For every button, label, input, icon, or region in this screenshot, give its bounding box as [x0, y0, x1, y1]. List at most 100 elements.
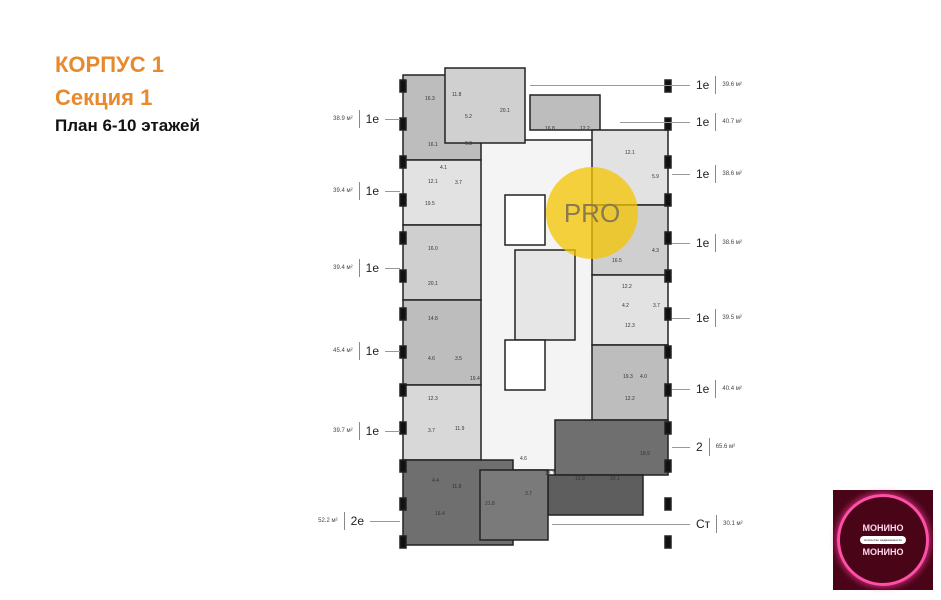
room-area: 20.1 [610, 476, 620, 482]
elevator [504, 339, 546, 391]
wall-pier [664, 117, 672, 131]
agency-logo: МОНИНО Агентство недвижимости МОНИНО [833, 490, 933, 590]
apartment-label-right: 1е 38.6 м² [672, 234, 742, 252]
room-area: 13.7 [545, 471, 555, 477]
wall-pier [399, 117, 407, 131]
room-area: 4.3 [652, 248, 659, 254]
apartment-area: 40.4 м² [722, 386, 742, 392]
room-area: 12.3 [625, 323, 635, 329]
apartment-area: 38.6 м² [722, 240, 742, 246]
wall-pier [399, 459, 407, 473]
room-area: 16.3 [425, 96, 435, 102]
room-area: 16.1 [428, 142, 438, 148]
room-area: 5.9 [652, 174, 659, 180]
room-area: 19.5 [425, 201, 435, 207]
wall-pier [664, 535, 672, 549]
wall-pier [399, 345, 407, 359]
room-area: 12.3 [428, 396, 438, 402]
room-area: 4.6 [428, 356, 435, 362]
room-area: 14.8 [428, 316, 438, 322]
room-area: 12.2 [625, 396, 635, 402]
room-area: 12.2 [580, 126, 590, 132]
wall-pier [399, 231, 407, 245]
logo-bottom-text: МОНИНО [862, 547, 904, 557]
apartment-type: 1е [696, 382, 710, 396]
apartment-left-3 [402, 224, 482, 301]
wall-pier [399, 193, 407, 207]
apartment-right-7 [547, 474, 644, 516]
wall-pier [399, 535, 407, 549]
apartment-area: 30.1 м² [723, 521, 743, 527]
apartment-area: 40.7 м² [722, 119, 742, 125]
apartment-right-6 [554, 419, 669, 476]
room-area: 5.2 [465, 114, 472, 120]
room-area: 11.8 [452, 484, 462, 490]
apartment-area: 45.4 м² [333, 348, 353, 354]
apartment-label-right: 1е 40.7 м² [620, 113, 742, 131]
apartment-type: 1е [696, 167, 710, 181]
elevator [504, 194, 546, 246]
apartment-type: 1е [365, 261, 379, 275]
wall-pier [664, 269, 672, 283]
wall-pier [399, 269, 407, 283]
logo-top-text: МОНИНО [862, 523, 904, 533]
room-area: 21.8 [485, 501, 495, 507]
apartment-type: 1е [696, 311, 710, 325]
room-area: 12.1 [625, 150, 635, 156]
apartment-left-4 [402, 299, 482, 386]
wall-pier [664, 345, 672, 359]
apartment-right-5 [591, 344, 669, 421]
apartment-label-left: 52.2 м² 2е [318, 512, 400, 530]
watermark-circle [546, 167, 638, 259]
apartment-type: 1е [696, 236, 710, 250]
apartment-type: 2е [350, 514, 364, 528]
room-area: 16.5 [612, 258, 622, 264]
section-title: Секция 1 [55, 85, 153, 110]
wall-pier [664, 421, 672, 435]
stairwell [514, 249, 576, 341]
apartment-type: 1е [365, 184, 379, 198]
room-area: 4.2 [622, 303, 629, 309]
room-area: 12.2 [622, 284, 632, 290]
room-area: 19.3 [623, 374, 633, 380]
apartment-type: 1е [696, 115, 710, 129]
room-area: 3.7 [525, 491, 532, 497]
room-area: 4.4 [432, 478, 439, 484]
wall-pier [664, 193, 672, 207]
wall-pier [399, 155, 407, 169]
wall-pier [399, 79, 407, 93]
watermark-text: PRO [564, 198, 620, 228]
room-area: 16.0 [428, 246, 438, 252]
wall-pier [664, 383, 672, 397]
wall-pier [399, 307, 407, 321]
apartment-top-1 [444, 67, 526, 144]
building-title: КОРПУС 1 [55, 52, 164, 77]
wall-pier [399, 421, 407, 435]
wall-pier [664, 497, 672, 511]
room-area: 19.9 [640, 451, 650, 457]
wall-pier [664, 459, 672, 473]
apartment-area: 39.5 м² [722, 315, 742, 321]
room-area: 3.5 [455, 356, 462, 362]
apartment-area: 39.7 м² [333, 428, 353, 434]
wall-pier [664, 231, 672, 245]
wall-pier [664, 79, 672, 93]
room-area: 16.8 [545, 126, 555, 132]
apartment-area: 52.2 м² [318, 518, 338, 524]
wall-pier [664, 155, 672, 169]
room-area: 4.6 [520, 456, 527, 462]
apartment-type: 1е [696, 78, 710, 92]
apartment-area: 39.4 м² [333, 265, 353, 271]
room-area: 11.8 [452, 92, 462, 98]
apartment-type: Ст [696, 517, 711, 531]
apartment-type: 1е [365, 424, 379, 438]
apartment-bottom [479, 469, 549, 541]
apartment-type: 1е [365, 112, 379, 126]
room-area: 4.0 [640, 374, 647, 380]
wall-pier [664, 307, 672, 321]
plan-title: План 6-10 этажей [55, 116, 200, 135]
